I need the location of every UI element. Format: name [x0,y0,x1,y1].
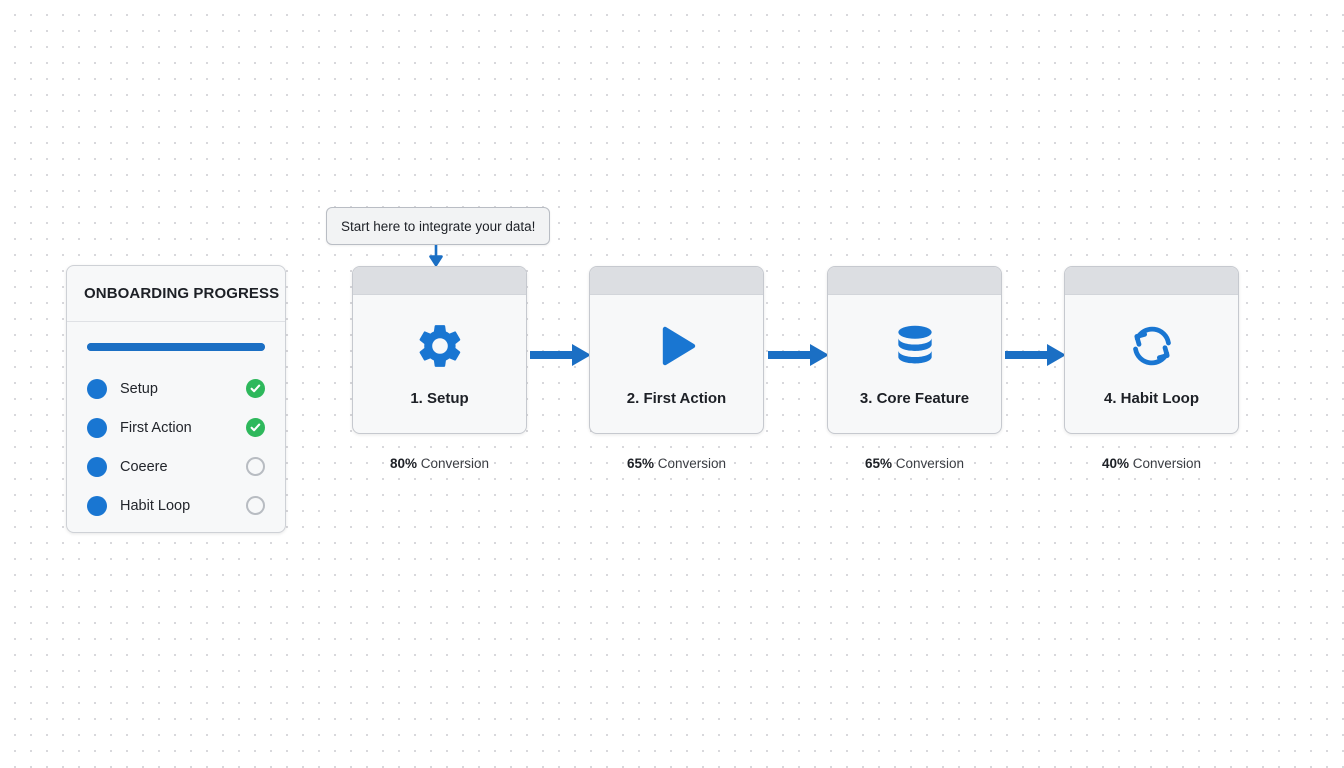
page-title: ONBOARDING PROGRESS [84,285,280,302]
card-header-strip [1065,267,1238,295]
list-item-label: Setup [120,380,158,397]
card-label: 3. Core Feature [859,389,970,407]
empty-circle-icon [246,457,265,476]
arrow-right-icon [530,342,592,368]
conversion-value: 80% [389,456,417,471]
list-item-label: First Action [120,419,192,436]
conversion-rate: 65% Conversion [827,456,1002,471]
card-body: 4. Habit Loop [1065,295,1238,433]
list-item-label: Habit Loop [120,497,191,514]
step-bullet-icon [87,378,107,399]
flow-card-core-feature[interactable]: 3. Core Feature [827,266,1002,434]
card-body: 3. Core Feature [828,295,1001,433]
panel-header: ONBOARDING PROGRESS [67,266,285,322]
conversion-value: 65% [864,456,892,471]
step-bullet-icon [87,417,107,438]
arrow-right-icon [1005,342,1067,368]
conversion-label: Conversion [416,456,490,471]
play-icon [653,316,701,376]
check-circle-icon [246,418,265,437]
conversion-label: Conversion [891,456,965,471]
conversion-label: Conversion [653,456,727,471]
gear-icon [414,316,466,376]
onboarding-progress-panel: ONBOARDING PROGRESS Setup First Action [66,265,286,533]
arrow-right-icon [768,342,830,368]
empty-circle-icon [246,496,265,515]
onboarding-tooltip[interactable]: Start here to integrate your data! [326,207,551,245]
card-label: 4. Habit Loop [1104,389,1199,407]
check-circle-icon [246,379,265,398]
conversion-value: 65% [626,456,654,471]
conversion-rate: 80% Conversion [352,456,527,471]
flow-card-first-action[interactable]: 2. First Action [589,266,764,434]
step-bullet-icon [87,495,107,516]
progress-bar [87,343,265,351]
list-item[interactable]: Setup [87,369,265,408]
conversion-value: 40% [1101,456,1129,471]
list-item[interactable]: Habit Loop [87,486,265,525]
flow-card-habit-loop[interactable]: 4. Habit Loop [1064,266,1239,434]
loop-icon [1126,316,1178,376]
conversion-label: Conversion [1128,456,1202,471]
progress-step-list: Setup First Action Coeere Habit Loop [87,369,265,525]
list-item[interactable]: First Action [87,408,265,447]
step-bullet-icon [87,456,107,477]
panel-body: Setup First Action Coeere Habit Loop [67,322,285,532]
card-label: 1. Setup [410,389,469,407]
tooltip-text: Start here to integrate your data! [341,218,536,234]
card-label: 2. First Action [626,389,727,407]
card-body: 1. Setup [353,295,526,433]
card-body: 2. First Action [590,295,763,433]
list-item[interactable]: Coeere [87,447,265,486]
database-icon [890,316,940,376]
list-item-label: Coeere [120,458,168,475]
conversion-rate: 65% Conversion [589,456,764,471]
conversion-rate: 40% Conversion [1064,456,1239,471]
card-header-strip [590,267,763,295]
arrow-down-icon [428,245,444,267]
card-header-strip [828,267,1001,295]
card-header-strip [353,267,526,295]
progress-bar-fill [87,343,265,351]
flow-card-setup[interactable]: 1. Setup [352,266,527,434]
